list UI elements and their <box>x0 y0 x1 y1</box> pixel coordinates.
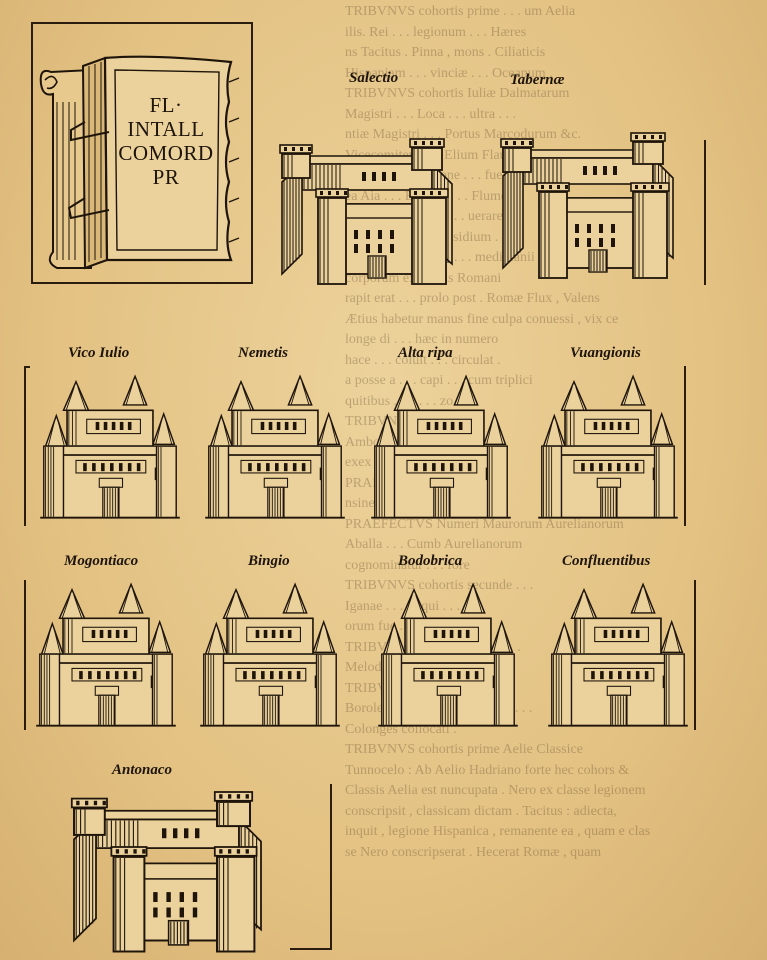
castle-illustration-confluentibus <box>548 582 688 727</box>
castle-illustration-vuangionis <box>538 374 678 519</box>
insignia-inscription: FL· INTALL COMORD PR <box>104 93 228 189</box>
bleed-line: Tunnocelo : Ab Aelio Hadriano forte hec … <box>345 762 630 778</box>
inscription-line: FL· <box>149 93 183 117</box>
inscription-line: COMORD <box>118 141 214 165</box>
bleed-line: TRIBVNVS cohortis Iuliæ Dalmatarum <box>345 86 570 101</box>
bleed-line: Iganae . . . & qui . . . <box>345 598 461 614</box>
fort-label: Antonaco <box>112 762 173 778</box>
inscription-line: PR <box>152 165 180 189</box>
fortified-camp-illustration-salectio <box>279 138 453 285</box>
bleed-line: hace . . . coluit . . . circulat . <box>345 352 501 368</box>
bleed-line: longe di . . . hæc in numero <box>345 332 499 347</box>
bleed-line: cognominatur . . . fore <box>345 557 470 573</box>
fort-label: Vico Iulio <box>68 345 130 361</box>
frame-rule <box>704 140 706 285</box>
insignia-frame <box>31 22 253 284</box>
fortified-camp-illustration-tabernae <box>500 132 674 279</box>
fortified-camp-illustration-antonaco <box>70 791 262 953</box>
fort-label: Salectio <box>349 70 399 86</box>
frame-rule <box>290 948 332 950</box>
bleed-line: TRIBVNVS cohortis prime . . . um Aelia <box>345 4 576 19</box>
bleed-line: ns Tacitus . Pinna , mons . Ciliaticis <box>345 45 546 60</box>
castle-illustration-bingio <box>200 582 340 727</box>
fort-label: Bingio <box>248 553 290 569</box>
castle-illustration-mogontiaco <box>36 582 176 727</box>
bleed-line: se Nero conscripserat . Hecerat Romæ , q… <box>345 844 602 860</box>
fort-label: Vuangionis <box>570 345 641 361</box>
bleed-line: ilis. Rei . . . legionum . . . Hæres <box>345 24 527 40</box>
codex-insignia-illustration <box>39 55 240 270</box>
bleed-line: Hispaniam . . . vinciæ . . . Oceanum . <box>345 65 553 81</box>
fort-label: Bodobrica <box>398 553 463 569</box>
bleed-line: Classis Aelia est nuncupata . Nero ex cl… <box>345 783 646 798</box>
fort-label: Alta ripa <box>398 345 453 361</box>
castle-illustration-nemetis <box>205 374 345 519</box>
bleed-line: Magistri . . . Loca . . . ultra . . . <box>345 106 517 122</box>
castle-illustration-bodobrica <box>378 582 518 727</box>
castle-illustration-alta-ripa <box>371 374 511 519</box>
bleed-line: conscripsit , classicam dictam . Tacitus… <box>345 803 617 819</box>
bleed-line: Ætius habetur manus fine culpa conuessi … <box>345 311 619 327</box>
bleed-line: PRAEFECTVS Numeri Maurorum Aurelianorum <box>345 516 624 532</box>
bleed-line: Aballa . . . Cumb Aurelianorum <box>345 537 523 552</box>
frame-rule <box>694 580 696 730</box>
bleed-line: TRIBVNVS cohortis secunde . . . <box>345 578 534 593</box>
fort-label: Nemetis <box>238 345 288 361</box>
fort-label: Confluentibus <box>562 553 651 569</box>
frame-rule <box>330 784 332 950</box>
frame-rule <box>24 366 30 368</box>
frame-rule <box>684 366 686 526</box>
fort-label: Tabernæ <box>510 72 565 88</box>
frame-rule <box>24 366 26 526</box>
bleed-line: TRIBVNVS cohortis prime Aelie Classice <box>345 742 583 757</box>
inscription-line: INTALL <box>127 117 205 141</box>
frame-rule <box>24 580 26 730</box>
bleed-line: inquit , legione Hispanica , remanente e… <box>345 824 651 839</box>
castle-illustration-vico-iulio <box>40 374 180 519</box>
bleed-line: a posse a . . . capi . . . cum triplici <box>345 373 533 388</box>
fort-label: Mogontiaco <box>64 553 139 569</box>
bleed-line: rapit erat . . . prolo post . Romæ Flux … <box>345 291 600 306</box>
